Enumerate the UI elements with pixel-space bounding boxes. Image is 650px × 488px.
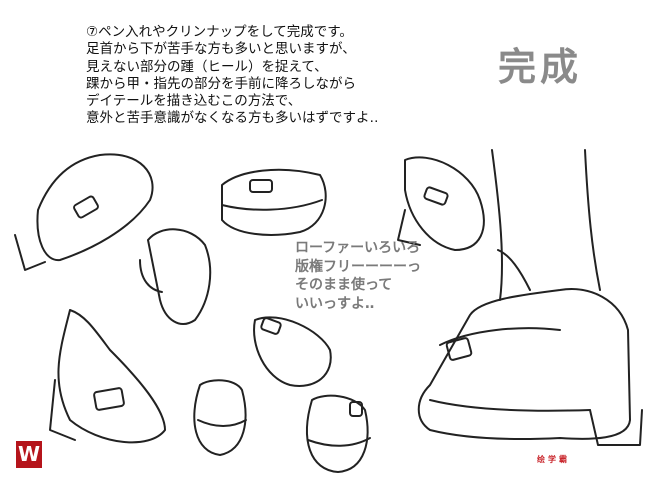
loafer-sole-view-drawing <box>139 228 212 325</box>
free-use-note: ローファーいろいろ 版権フリーーーーっ そのまま使って いいっすよ‥ <box>295 239 421 313</box>
loafer-front-view-drawing <box>193 379 247 456</box>
instruction-line: デイテールを描き込むこの方法で、 <box>86 93 302 110</box>
loafer-side-view-drawing <box>49 309 166 444</box>
instruction-line: 踝から甲・指先の部分を手前に降ろしながら <box>86 75 356 92</box>
completion-title: 完成 <box>498 45 583 89</box>
leg-with-loafer-drawing <box>417 149 643 446</box>
instruction-text: ⑦ペン入れやクリンナップをして完成です。 足首から下が苦手な方も多いと思いますが… <box>86 24 446 128</box>
instruction-line: 意外と苦手意識がなくなる方も多いはずですよ‥ <box>86 110 379 127</box>
loafer-side-right-drawing <box>397 156 485 251</box>
brand-logo: W <box>16 441 42 468</box>
instruction-line: 足首から下が苦手な方も多いと思いますが、 <box>86 41 356 58</box>
loafer-top-center-drawing <box>221 168 327 236</box>
loafer-tilted-drawing <box>253 316 332 387</box>
note-line: ローファーいろいろ <box>295 240 421 256</box>
loafer-top-left-drawing <box>14 153 154 271</box>
loafer-front-view-drawing-2 <box>306 394 371 473</box>
instruction-line: ⑦ペン入れやクリンナップをして完成です。 <box>86 24 353 40</box>
note-line: そのまま使って <box>295 277 393 293</box>
watermark: 绘学霸 <box>537 455 570 464</box>
note-line: いいっすよ‥ <box>295 295 375 312</box>
note-line: 版権フリーーーーっ <box>295 258 421 275</box>
instruction-line: 見えない部分の踵（ヒール）を捉えて、 <box>86 58 328 75</box>
